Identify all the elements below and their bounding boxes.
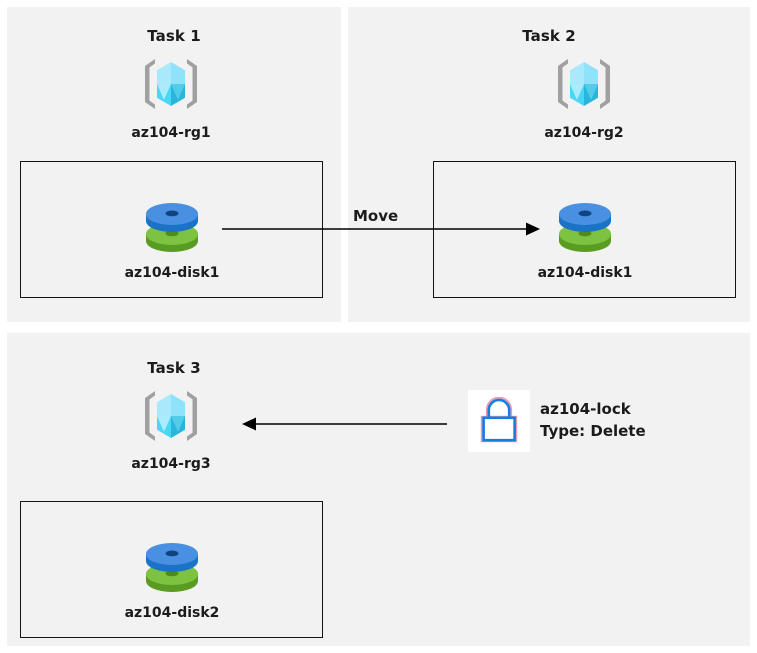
managed-disk-icon: [140, 536, 204, 598]
resource-group-label: az104-rg2: [544, 125, 624, 141]
managed-disk-icon: [553, 196, 617, 258]
lock-tile: [468, 390, 530, 452]
lock-text-block: az104-lock Type: Delete: [540, 398, 740, 442]
resource-group-label: az104-rg3: [131, 456, 211, 472]
move-arrow-label: Move: [353, 207, 399, 225]
lock-type: Type: Delete: [540, 422, 646, 440]
resource-group-icon: [552, 55, 616, 113]
lock-name: az104-lock: [540, 400, 631, 418]
lock-icon: [480, 397, 518, 443]
panel-task2-title: Task 2: [522, 27, 576, 45]
panel-task1-title: Task 1: [147, 27, 201, 45]
panel-task3-title: Task 3: [147, 359, 201, 377]
resource-label: az104-disk2: [124, 605, 220, 621]
resource-group-icon: [139, 387, 203, 445]
resource-label: az104-disk1: [537, 265, 633, 281]
resource-group-label: az104-rg1: [131, 125, 211, 141]
resource-label: az104-disk1: [124, 265, 220, 281]
managed-disk-icon: [140, 196, 204, 258]
resource-group-icon: [139, 55, 203, 113]
